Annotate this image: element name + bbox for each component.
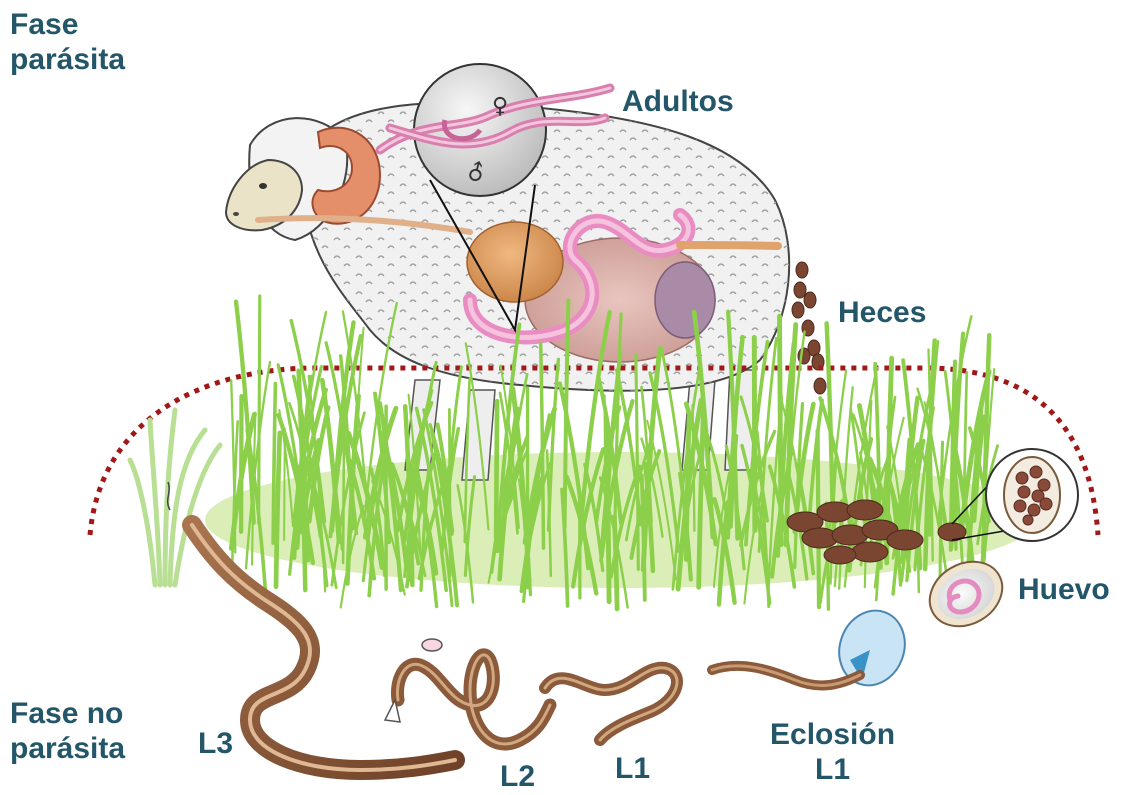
egg-magnifier-icon: [986, 449, 1078, 541]
grass-blade: [940, 442, 943, 589]
larva-l1: [545, 668, 677, 740]
label-fase-parasita-line2: parásita: [10, 43, 125, 78]
label-fase-no-parasita-line2: parásita: [10, 732, 125, 767]
label-eclosion-line2: L1: [770, 753, 895, 788]
label-eclosion-l1: Eclosión L1: [770, 718, 895, 787]
grass-blade: [259, 296, 260, 523]
grass-blade: [276, 433, 280, 587]
label-l3: L3: [198, 727, 233, 762]
label-fase-no-parasita-line1: Fase no: [10, 697, 125, 732]
label-fase-parasita: Fase parásita: [10, 8, 125, 77]
label-fase-parasita-line1: Fase: [10, 8, 125, 43]
larva-l2: [385, 639, 550, 744]
label-l2: L2: [500, 760, 535, 795]
label-fase-no-parasita: Fase no parásita: [10, 697, 125, 766]
label-eclosion-line1: Eclosión: [770, 718, 895, 753]
grass-blade: [273, 384, 275, 543]
grass-blade: [496, 401, 497, 537]
grass-blade: [284, 429, 285, 541]
female-symbol-icon: ♀: [492, 94, 508, 119]
label-huevo: Huevo: [1018, 573, 1110, 608]
label-adultos: Adultos: [622, 85, 734, 120]
label-l1: L1: [615, 752, 650, 787]
label-heces: Heces: [838, 296, 926, 331]
grass-blade: [343, 381, 344, 563]
grass-blade: [449, 410, 450, 576]
